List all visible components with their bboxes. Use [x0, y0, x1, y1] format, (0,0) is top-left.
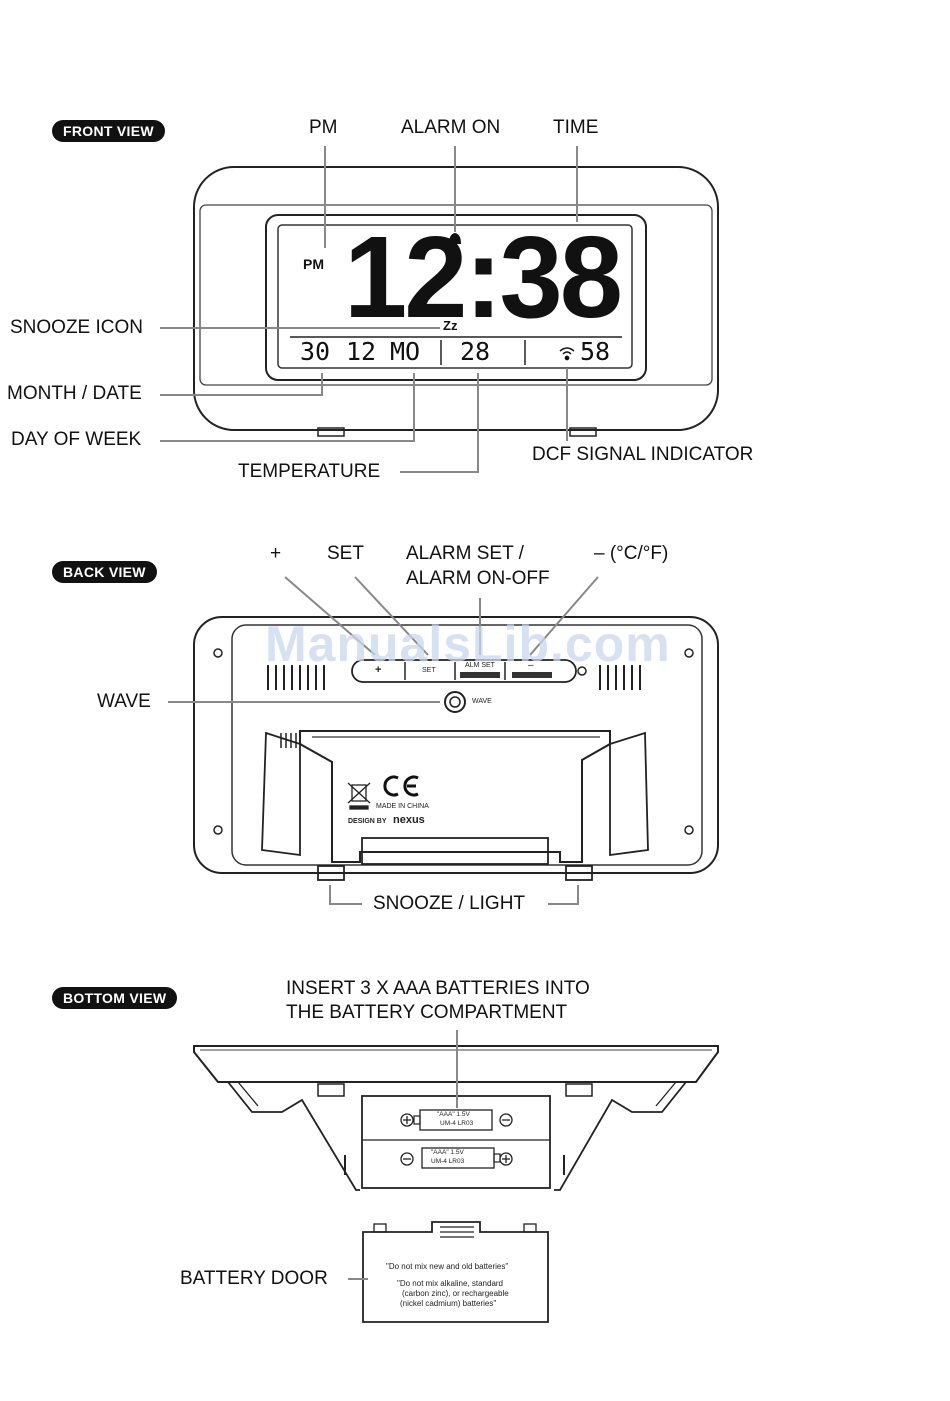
right-leg: [554, 1081, 687, 1191]
made-in-china: MADE IN CHINA: [376, 803, 429, 810]
door-warning-4: (nickel cadmium) batteries": [400, 1299, 497, 1308]
battery-2-text-2: UM-4 LR03: [431, 1158, 465, 1165]
label-battery-door: BATTERY DOOR: [180, 1268, 328, 1289]
design-by: DESIGN BY: [348, 818, 387, 825]
display-month: 12: [346, 337, 377, 366]
back-view-diagram: [168, 576, 719, 905]
display-seconds: 58: [580, 337, 611, 366]
alarm-bell-icon: [449, 233, 461, 248]
vent-right: [599, 665, 641, 690]
watermark: ManualsLib.com: [265, 616, 671, 672]
ce-mark-icon: [383, 775, 419, 797]
display-pm-indicator: PM: [303, 256, 324, 272]
bottom-view-badge: BOTTOM VIEW: [52, 987, 178, 1009]
label-plus: +: [270, 543, 282, 564]
device-button-plus[interactable]: +: [375, 664, 382, 676]
front-foot-right: [569, 427, 597, 437]
battery-door: [362, 1221, 549, 1323]
label-time: TIME: [553, 117, 599, 138]
battery-1-text-2: UM-4 LR03: [440, 1120, 474, 1127]
screw-icon: [213, 648, 223, 658]
back-foot-left: [317, 865, 345, 881]
label-set: SET: [327, 543, 364, 564]
door-warning-3: (carbon zinc), or rechargeable: [402, 1289, 509, 1298]
screw-icon: [684, 648, 694, 658]
label-snooze-light: SNOOZE / LIGHT: [373, 893, 526, 914]
back-body-outer: [193, 616, 719, 874]
front-leader-lines: [160, 146, 578, 473]
label-insert-batteries: INSERT 3 X AAA BATTERIES INTO: [286, 978, 590, 999]
label-temperature: TEMPERATURE: [238, 461, 381, 482]
label-pm: PM: [309, 117, 338, 138]
device-button-alarm[interactable]: ALM SET: [465, 662, 495, 669]
label-month-date: MONTH / DATE: [7, 383, 142, 404]
screw-icon: [684, 825, 694, 835]
back-body-inner: [231, 624, 703, 866]
wave-button: [444, 691, 466, 713]
screw-icon: [577, 666, 587, 676]
display-day-of-week: MO: [390, 337, 421, 366]
left-leg: [227, 1081, 360, 1191]
device-button-set[interactable]: SET: [422, 667, 436, 674]
label-battery-compartment: THE BATTERY COMPARTMENT: [286, 1002, 568, 1023]
vent-left: [267, 665, 325, 690]
back-view-badge: BACK VIEW: [52, 561, 157, 583]
display-temperature: 28: [460, 337, 491, 366]
brand-logo: nexus: [393, 814, 425, 826]
label-snooze-icon: SNOOZE ICON: [10, 317, 144, 338]
bottom-shell: [193, 1045, 719, 1083]
polarity-icons: [400, 1113, 513, 1166]
label-dcf-signal: DCF SIGNAL INDICATOR: [532, 444, 754, 465]
device-wave-text: WAVE: [472, 698, 492, 705]
battery-1-text: "AAA" 1.5V: [437, 1111, 470, 1118]
label-alarm-on: ALARM ON: [401, 117, 501, 138]
screw-icon: [213, 825, 223, 835]
front-foot-left: [317, 427, 345, 437]
door-warning-1: "Do not mix new and old batteries": [386, 1262, 509, 1271]
weee-bin-icon: [347, 782, 371, 810]
label-minus-unit: – (°C/°F): [594, 543, 669, 564]
dcf-signal-icon: [559, 347, 575, 361]
back-leader-lines: [168, 576, 599, 905]
front-view-badge: FRONT VIEW: [52, 120, 165, 142]
door-warning-2: "Do not mix alkaline, standard: [397, 1279, 504, 1288]
stand-tab: [361, 837, 549, 865]
label-alarm-set: ALARM SET /: [406, 543, 524, 564]
back-foot-right: [565, 865, 593, 881]
front-view-diagram: [160, 146, 719, 473]
device-button-minus[interactable]: –: [528, 660, 534, 671]
snooze-zz-indicator: Zz: [443, 318, 458, 333]
display-date: 30: [300, 337, 331, 366]
label-alarm-on-off: ALARM ON-OFF: [406, 568, 550, 589]
button-strip: [351, 659, 577, 683]
display-time: 12:38: [344, 212, 623, 342]
battery-2-text: "AAA" 1.5V: [431, 1149, 464, 1156]
label-day-of-week: DAY OF WEEK: [11, 429, 142, 450]
label-wave: WAVE: [97, 691, 151, 712]
